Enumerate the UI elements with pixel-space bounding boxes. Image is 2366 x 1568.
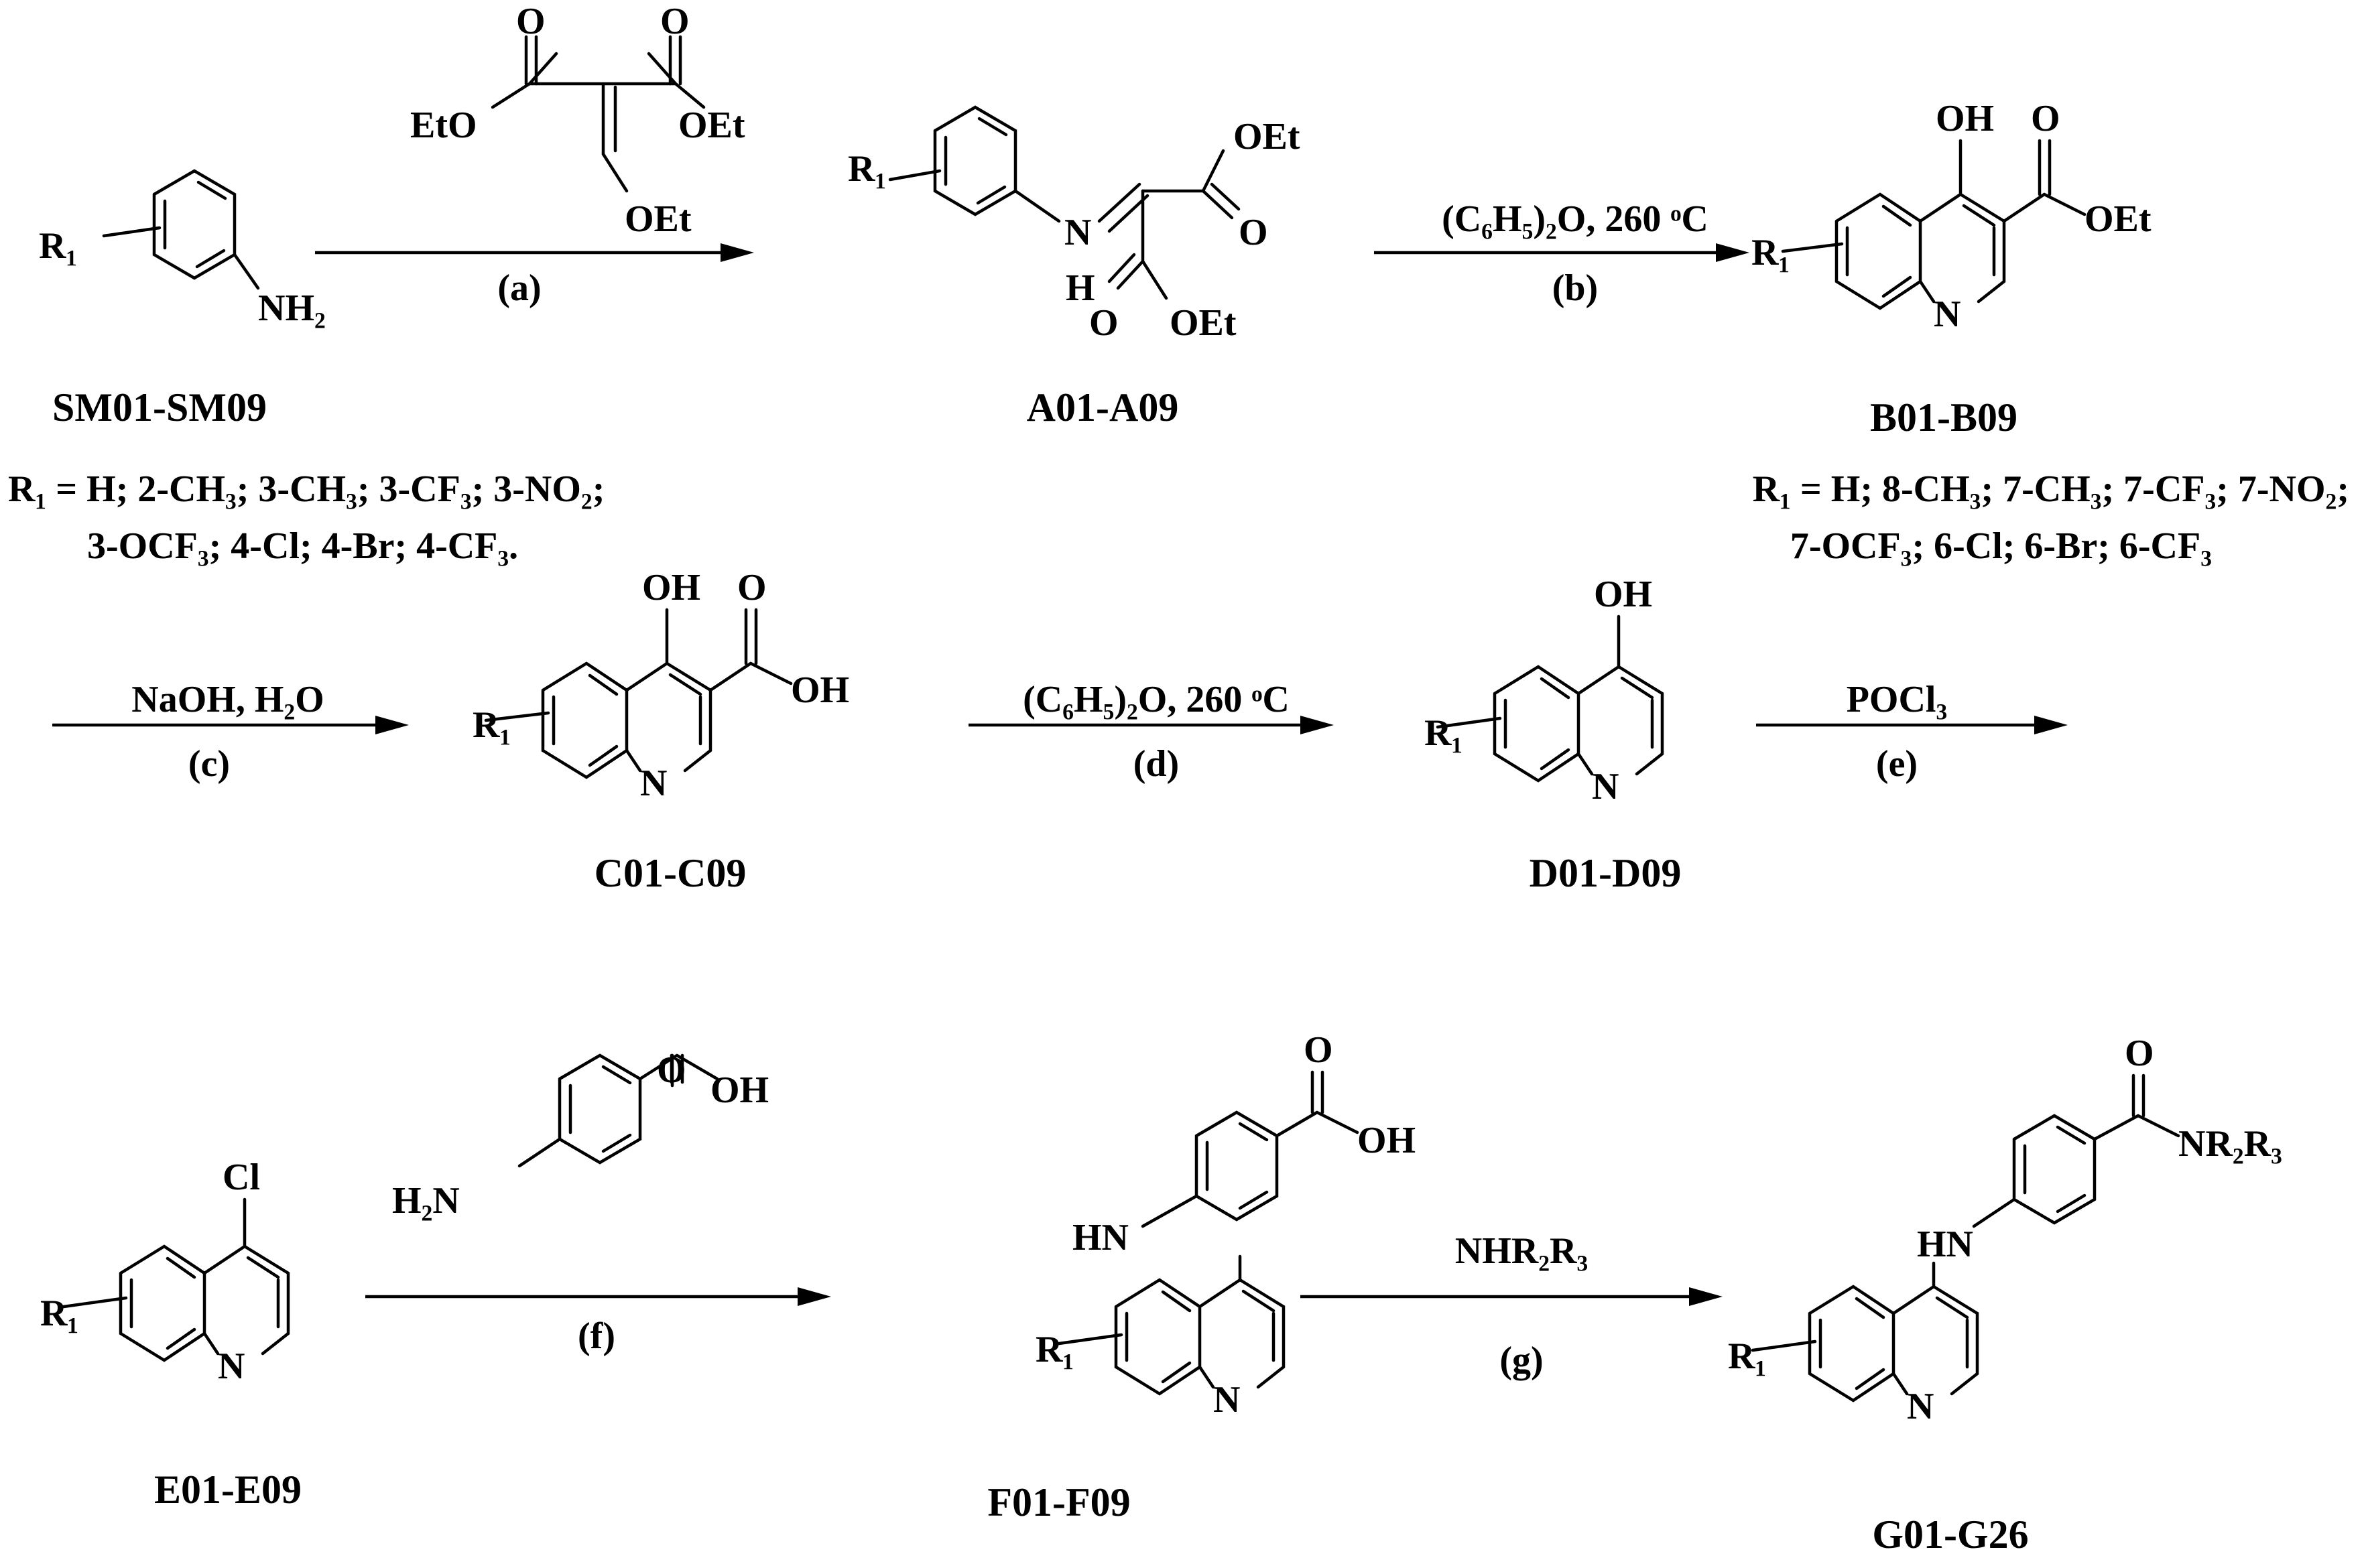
- f-hn-label: HN: [1072, 1217, 1129, 1258]
- structure-reagent-a: O O EtO OEt OEt: [410, 1, 745, 240]
- compound-label-c: C01-C09: [595, 851, 747, 895]
- f-r1-label: R₁: [1036, 1329, 1074, 1370]
- a-o-right: O: [1239, 212, 1268, 253]
- a-h-label: H: [1066, 267, 1095, 309]
- e-cl-label: Cl: [223, 1157, 260, 1198]
- r1-label: R₁: [39, 225, 77, 267]
- r1-definition-b-line2: 7-OCF₃; 6-Cl; 6-Br; 6-CF₃: [1790, 525, 2212, 567]
- compound-label-b: B01-B09: [1870, 395, 2017, 440]
- reagent-a-oet-right: OEt: [678, 105, 745, 146]
- d-n-label: N: [1592, 766, 1619, 807]
- e-r1-label: R₁: [40, 1293, 78, 1334]
- f-oh-label: OH: [1357, 1120, 1416, 1161]
- reagent-a-oet-bottom: OEt: [625, 198, 692, 240]
- b-n-label: N: [1934, 293, 1960, 335]
- step-condition-e: POCl₃: [1847, 679, 1948, 720]
- a-n-label: N: [1064, 212, 1091, 253]
- g-nr2r3-label: NR₂R₃: [2178, 1123, 2282, 1165]
- e-n-label: N: [218, 1346, 245, 1387]
- reaction-arrow-a: (a): [315, 243, 754, 309]
- c-oh-top-label: OH: [642, 567, 700, 608]
- structure-b: OH O OEt R₁ N: [1751, 98, 2152, 335]
- f-o-label: O: [1304, 1029, 1333, 1071]
- step-label-b: (b): [1552, 267, 1598, 309]
- reagent-a-o-left: O: [516, 1, 546, 42]
- structure-e: Cl R₁ N: [40, 1157, 290, 1387]
- b-oh-label: OH: [1936, 98, 1994, 139]
- compound-label-d: D01-D09: [1530, 851, 1682, 895]
- structure-f: O OH HN R₁ N: [1036, 1029, 1416, 1421]
- r1-definition-b-line1: R₁ = H; 8-CH₃; 7-CH₃; 7-CF₃; 7-NO₂;: [1753, 468, 2349, 510]
- c-r1-label: R₁: [473, 704, 511, 746]
- step-condition-c: NaOH, H₂O: [131, 679, 324, 720]
- reagent-f-o-label: O: [657, 1049, 686, 1091]
- structure-a: R₁ N H OEt O O OEt: [848, 105, 1300, 344]
- reaction-arrow-d: (C₆H₅)₂O, 260 ᵒC (d): [969, 679, 1334, 785]
- c-o-label: O: [737, 567, 767, 608]
- reagent-f-h2n-label: H₂N: [392, 1180, 460, 1222]
- reagent-f-oh-label: OH: [710, 1069, 769, 1111]
- reaction-arrow-c: NaOH, H₂O (c): [52, 679, 409, 785]
- step-label-a: (a): [497, 267, 541, 309]
- step-label-e: (e): [1876, 743, 1918, 785]
- step-condition-g: NHR₂R₃: [1455, 1230, 1588, 1272]
- structure-d: OH R₁ N: [1424, 574, 1664, 807]
- c-n-label: N: [640, 763, 667, 804]
- r1-definition-sm-line2: 3-OCF₃; 4-Cl; 4-Br; 4-CF₃.: [87, 525, 518, 567]
- structure-g: O NR₂R₃ HN R₁ N: [1728, 1033, 2282, 1427]
- structure-reagent-f: O OH H₂N: [392, 1049, 769, 1222]
- step-condition-d: (C₆H₅)₂O, 260 ᵒC: [1023, 679, 1290, 720]
- a-r1-label: R₁: [848, 148, 886, 190]
- reagent-a-o-right: O: [660, 1, 690, 42]
- a-oet-top: OEt: [1233, 116, 1300, 157]
- structure-sm: R₁ NH₂: [39, 169, 326, 329]
- compound-label-f: F01-F09: [987, 1480, 1130, 1524]
- structure-c: OH O OH R₁ N: [473, 567, 849, 804]
- reaction-arrow-b: (C₆H₅)₂O, 260 ᵒC (b): [1374, 198, 1749, 309]
- g-n-label: N: [1907, 1386, 1934, 1427]
- r1-definition-sm-line1: R₁ = H; 2-CH₃; 3-CH₃; 3-CF₃; 3-NO₂;: [8, 468, 605, 510]
- a-oet-bottom: OEt: [1170, 302, 1237, 344]
- step-condition-b: (C₆H₅)₂O, 260 ᵒC: [1442, 198, 1708, 240]
- reagent-a-eto: EtO: [410, 105, 477, 146]
- compound-label-a: A01-A09: [1027, 385, 1179, 430]
- g-r1-label: R₁: [1728, 1335, 1766, 1377]
- step-label-d: (d): [1133, 743, 1179, 785]
- c-oh-acid-label: OH: [791, 669, 849, 711]
- reaction-arrow-f: (f): [365, 1287, 831, 1357]
- b-oet-label: OEt: [2084, 198, 2152, 240]
- compound-label-sm: SM01-SM09: [52, 385, 267, 430]
- step-label-g: (g): [1499, 1340, 1543, 1381]
- d-r1-label: R₁: [1424, 712, 1462, 754]
- step-label-c: (c): [188, 743, 230, 785]
- reaction-arrow-g: NHR₂R₃ (g): [1300, 1230, 1723, 1381]
- d-oh-label: OH: [1594, 574, 1652, 615]
- g-hn-label: HN: [1917, 1224, 1973, 1265]
- compound-label-g: G01-G26: [1872, 1512, 2028, 1557]
- b-o-label: O: [2031, 98, 2060, 139]
- f-n-label: N: [1213, 1379, 1240, 1421]
- reaction-arrow-e: POCl₃ (e): [1756, 679, 2068, 785]
- b-r1-label: R₁: [1751, 232, 1790, 273]
- step-label-f: (f): [578, 1315, 615, 1357]
- compound-label-e: E01-E09: [154, 1467, 302, 1512]
- amine-label: NH₂: [258, 287, 326, 329]
- a-o-bottom: O: [1089, 302, 1119, 344]
- g-o-label: O: [2125, 1033, 2154, 1074]
